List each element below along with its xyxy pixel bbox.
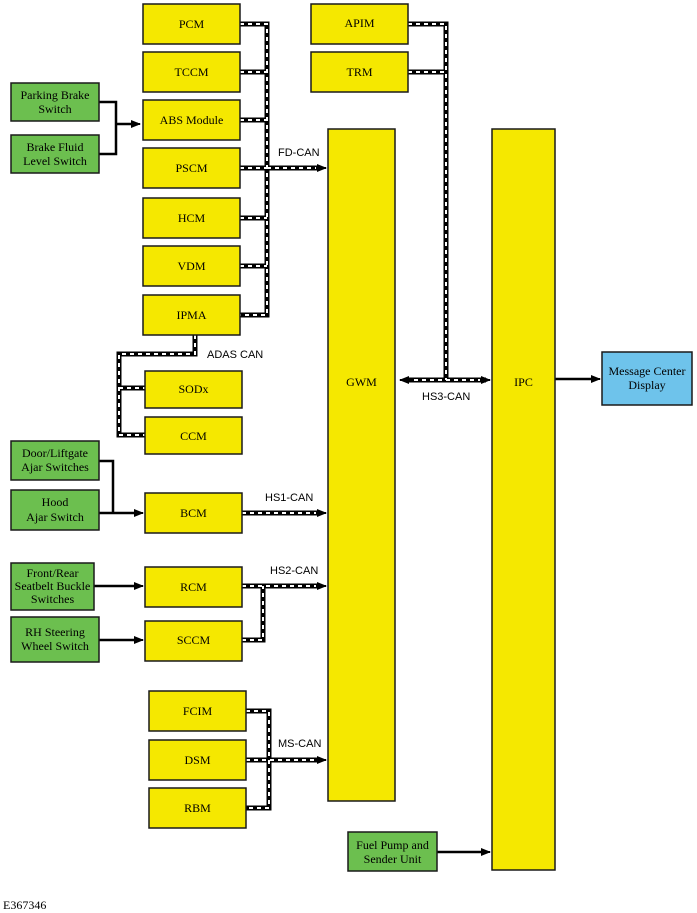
seatbelt-line2: Seatbelt Buckle [15,579,91,593]
parking-brake-line1: Parking Brake [21,88,90,102]
fuel-pump-line2: Sender Unit [364,852,422,866]
ipma-module: IPMA [142,294,241,336]
apim-label: APIM [344,16,374,30]
ipc-label: IPC [514,375,533,389]
rh-steering-line2: Wheel Switch [21,639,89,653]
brake-fluid-line1: Brake Fluid [27,140,84,154]
network-labels: FD-CAN ADAS CAN HS3-CAN HS1-CAN HS2-CAN … [207,147,470,750]
pscm-label: PSCM [175,161,207,175]
door-liftgate-line2: Ajar Switches [21,460,89,474]
seatbelt-line3: Switches [31,592,75,606]
fd-can-bus [240,21,327,318]
input-devices: Parking Brake Switch Brake Fluid Level S… [10,82,693,872]
ccm-label: CCM [180,429,207,443]
rh-steering-wheel-switch: RH Steering Wheel Switch [10,616,100,663]
rh-steering-line1: RH Steering [25,625,85,639]
trm-label: TRM [346,65,372,79]
door-liftgate-switches: Door/Liftgate Ajar Switches [10,440,100,481]
dsm-module: DSM [148,739,247,781]
fcim-label: FCIM [183,704,213,718]
fuel-pump-sender-unit: Fuel Pump and Sender Unit [347,831,438,872]
hcm-label: HCM [178,211,206,225]
hs1-can-label: HS1-CAN [265,492,313,504]
pcm-label: PCM [179,17,205,31]
rbm-label: RBM [184,801,211,815]
bus-wires [94,21,601,856]
door-liftgate-line1: Door/Liftgate [22,446,88,460]
hood-line2: Ajar Switch [26,510,84,524]
fuel-pump-line1: Fuel Pump and [356,838,429,852]
ms-can-bus [246,708,327,811]
adas-can-bus [116,335,198,438]
vdm-module: VDM [142,245,241,287]
rcm-label: RCM [180,580,207,594]
sccm-label: SCCM [177,633,211,647]
hood-ajar-switch: Hood Ajar Switch [10,489,100,531]
brake-fluid-line2: Level Switch [23,154,87,168]
pcm-module: PCM [142,3,241,45]
adas-can-label: ADAS CAN [207,349,263,361]
fd-can-label: FD-CAN [278,147,320,159]
hs3-can-label: HS3-CAN [422,391,470,403]
ccm-module: CCM [144,416,243,455]
apim-module: APIM [310,3,409,45]
ipc-module: IPC [491,128,556,871]
vdm-label: VDM [177,259,205,273]
pscm-module: PSCM [142,147,241,189]
dsm-label: DSM [184,753,210,767]
fcim-module: FCIM [148,690,247,732]
trm-module: TRM [310,51,409,93]
message-center-line1: Message Center [609,364,686,378]
rbm-module: RBM [148,787,247,829]
tccm-module: TCCM [142,51,241,93]
gwm-label: GWM [346,375,377,389]
tccm-label: TCCM [174,65,208,79]
message-center-line2: Display [628,378,665,392]
seatbelt-buckle-switches: Front/Rear Seatbelt Buckle Switches [10,562,95,611]
message-center-display: Message Center Display [601,351,693,406]
figure-id: E367346 [3,898,47,912]
seatbelt-line1: Front/Rear [27,566,79,580]
sodx-label: SODx [178,382,208,396]
sodx-module: SODx [144,370,243,409]
rcm-module: RCM [144,566,243,608]
brake-fluid-switch: Brake Fluid Level Switch [10,134,100,174]
abs-module: ABS Module [142,99,241,141]
sccm-module: SCCM [144,620,243,662]
hs2-can-label: HS2-CAN [270,565,318,577]
hood-line1: Hood [42,495,69,509]
bcm-module: BCM [144,492,243,534]
modules: PCM TCCM ABS Module PSCM HCM VDM IPMA A [142,3,556,871]
hs2-can-bus [242,582,327,643]
parking-brake-switch: Parking Brake Switch [10,82,100,122]
bcm-label: BCM [180,506,207,520]
ipma-label: IPMA [176,308,206,322]
parking-brake-line2: Switch [38,102,71,116]
hs3-can-bus [399,21,491,384]
abs-label: ABS Module [160,113,224,127]
hcm-module: HCM [142,197,241,239]
ms-can-label: MS-CAN [278,738,321,750]
hardwired-inputs [94,100,601,856]
gwm-module: GWM [327,128,396,802]
